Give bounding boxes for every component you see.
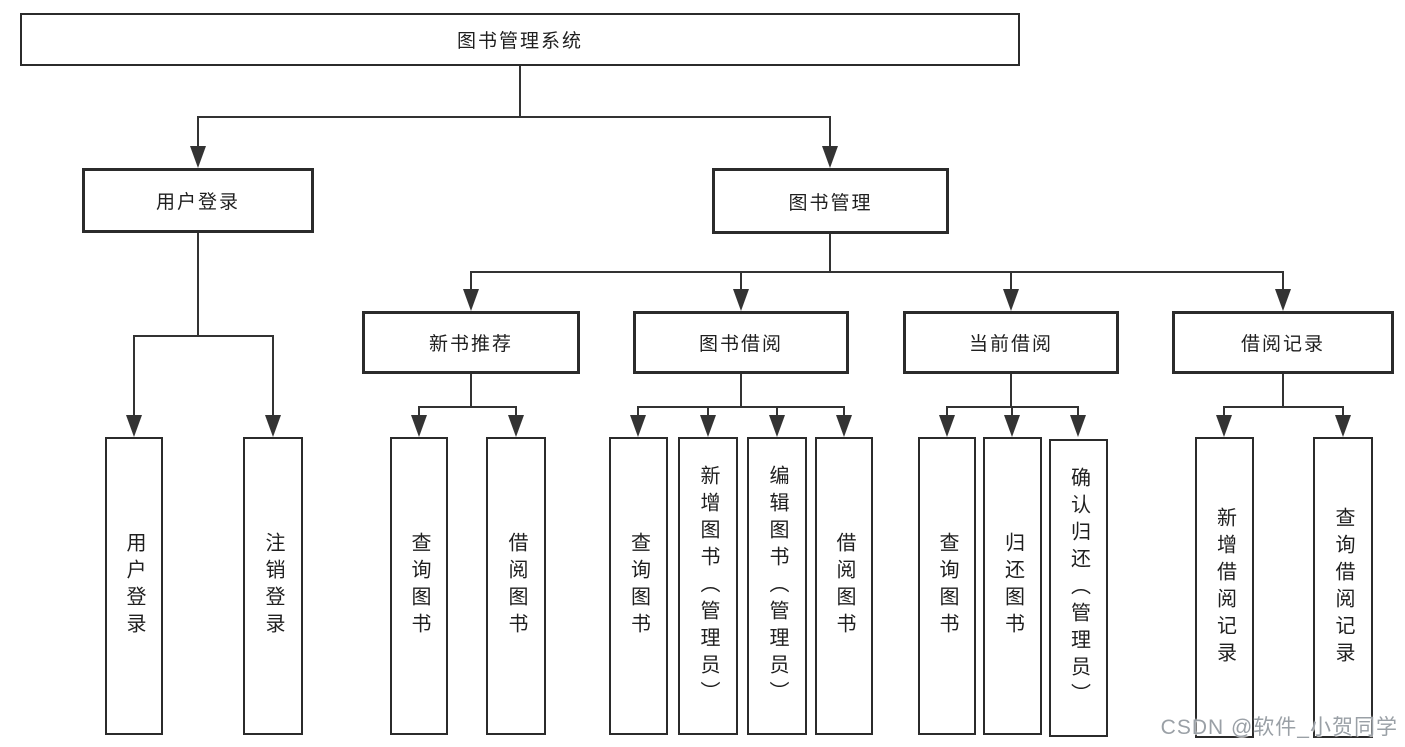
leaf-edit-book-admin-label: 编辑图书（管理员） — [766, 464, 788, 708]
leaf-logout-label: 注销登录 — [262, 532, 284, 640]
leaf-confirm-return-admin-label: 确认归还（管理员） — [1067, 466, 1090, 710]
connector-book-management-to-level3 — [463, 234, 1291, 311]
leaf-add-book-admin-label: 新增图书（管理员） — [697, 464, 719, 708]
node-new-book-recommend: 新书推荐 — [362, 311, 580, 374]
node-current-borrow-label: 当前借阅 — [968, 334, 1053, 355]
arrowhead — [700, 415, 716, 437]
node-book-management: 图书管理 — [712, 168, 949, 234]
leaf-query-books-recommend: 查询图书 — [390, 437, 448, 735]
arrowhead — [1335, 415, 1351, 437]
arrowhead — [1004, 415, 1020, 437]
watermark: CSDN @软件_小贺同学 — [1160, 716, 1398, 739]
arrowhead — [265, 415, 281, 437]
node-book-management-label: 图书管理 — [788, 192, 873, 214]
leaf-borrow-books-recommend-label: 借阅图书 — [505, 532, 527, 640]
connector-new-book-recommend-to-leaves — [411, 374, 524, 437]
leaf-query-books-borrow-label: 查询图书 — [627, 532, 650, 640]
leaf-query-books-recommend-label: 查询图书 — [408, 532, 430, 640]
leaf-borrow-books-borrow: 借阅图书 — [815, 437, 873, 735]
leaf-query-borrow-record: 查询借阅记录 — [1313, 437, 1373, 738]
arrowhead — [769, 415, 785, 437]
arrowhead — [1003, 289, 1019, 311]
arrowhead — [508, 415, 524, 437]
leaf-borrow-books-borrow-label: 借阅图书 — [833, 532, 855, 640]
node-current-borrow: 当前借阅 — [903, 311, 1119, 374]
connector-user-login-to-leaves — [126, 233, 281, 437]
leaf-add-borrow-record: 新增借阅记录 — [1195, 437, 1254, 738]
node-book-borrow-label: 图书借阅 — [698, 334, 783, 355]
connector-root-to-level2 — [190, 66, 838, 168]
arrowhead — [190, 146, 206, 168]
arrowhead — [630, 415, 646, 437]
arrowhead — [1275, 289, 1291, 311]
leaf-borrow-books-recommend: 借阅图书 — [486, 437, 546, 735]
node-new-book-recommend-label: 新书推荐 — [428, 334, 513, 355]
arrowhead — [1070, 415, 1086, 437]
node-borrow-records-label: 借阅记录 — [1240, 334, 1325, 355]
leaf-confirm-return-admin: 确认归还（管理员） — [1049, 439, 1108, 737]
leaf-add-book-admin: 新增图书（管理员） — [678, 437, 738, 735]
leaf-query-borrow-record-label: 查询借阅记录 — [1332, 506, 1354, 669]
node-borrow-records: 借阅记录 — [1172, 311, 1394, 374]
leaf-return-books: 归还图书 — [983, 437, 1042, 735]
node-root: 图书管理系统 — [20, 13, 1020, 66]
connector-book-borrow-to-leaves — [630, 374, 852, 437]
leaf-user-login-label: 用户登录 — [123, 532, 145, 640]
arrowhead — [1216, 415, 1232, 437]
leaf-edit-book-admin: 编辑图书（管理员） — [747, 437, 807, 735]
arrowhead — [733, 289, 749, 311]
leaf-return-books-label: 归还图书 — [1001, 532, 1024, 640]
leaf-query-books-current-label: 查询图书 — [936, 532, 958, 640]
connector-current-borrow-to-leaves — [939, 374, 1086, 437]
leaf-query-books-current: 查询图书 — [918, 437, 976, 735]
arrowhead — [939, 415, 955, 437]
arrowhead — [126, 415, 142, 437]
leaf-query-books-borrow: 查询图书 — [609, 437, 668, 735]
arrowhead — [822, 146, 838, 168]
node-book-borrow: 图书借阅 — [633, 311, 849, 374]
leaf-logout: 注销登录 — [243, 437, 303, 735]
node-root-label: 图书管理系统 — [456, 31, 583, 52]
leaf-user-login: 用户登录 — [105, 437, 163, 735]
node-user-login-label: 用户登录 — [155, 192, 240, 213]
leaf-add-borrow-record-label: 新增借阅记录 — [1213, 506, 1236, 669]
connector-borrow-records-to-leaves — [1216, 374, 1351, 437]
arrowhead — [411, 415, 427, 437]
arrowhead — [463, 289, 479, 311]
arrowhead — [836, 415, 852, 437]
node-user-login: 用户登录 — [82, 168, 314, 233]
